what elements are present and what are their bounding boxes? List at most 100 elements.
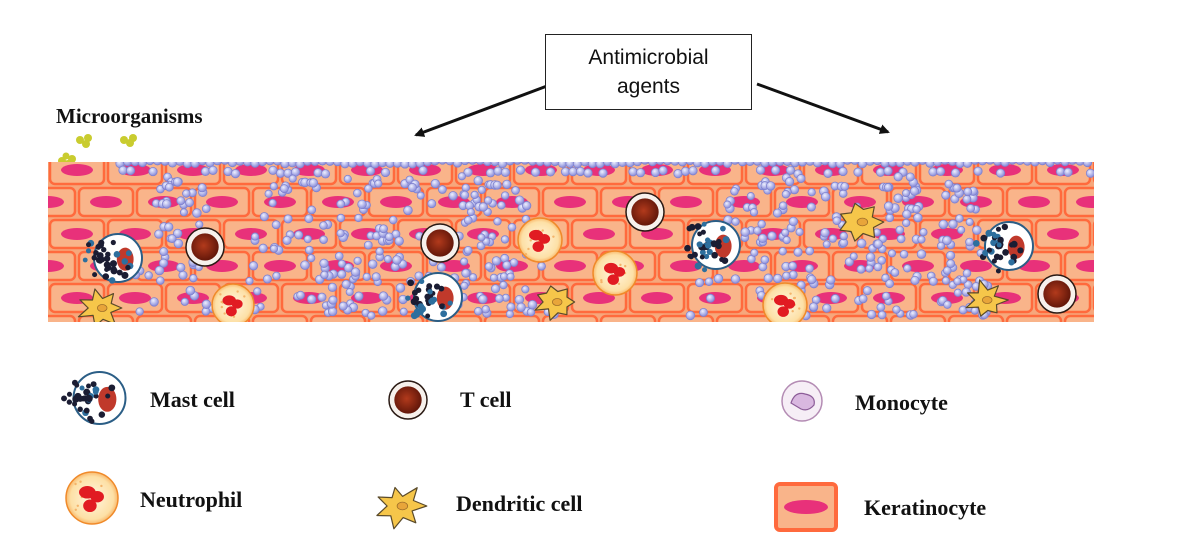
peptide-dot	[516, 302, 526, 312]
keratinocyte	[570, 218, 628, 250]
peptide-dot	[943, 300, 952, 309]
neutrophil	[762, 282, 808, 322]
peptide-dot	[1045, 162, 1055, 168]
peptide-dot	[482, 162, 493, 167]
peptide-dot	[318, 162, 327, 166]
peptide-dot	[268, 198, 277, 208]
peptide-dot	[338, 301, 348, 311]
keratinocyte	[1123, 252, 1177, 280]
peptide-dot	[757, 219, 766, 229]
keratinocyte	[1092, 221, 1094, 247]
peptide-dot	[460, 190, 470, 200]
peptide-dot	[337, 269, 347, 279]
peptide-dot	[757, 233, 768, 244]
peptide-dot	[770, 165, 781, 175]
peptide-dot	[784, 177, 795, 187]
t-cell	[625, 192, 665, 232]
peptide-dot	[895, 162, 905, 168]
keratinocyte	[1152, 156, 1180, 184]
dendritic-cell	[376, 486, 428, 530]
peptide-dot	[902, 162, 913, 166]
peptide-dot	[843, 162, 852, 165]
keratinocyte	[1123, 188, 1177, 216]
callout-text: Antimicrobial agents	[588, 46, 709, 98]
t-cell	[185, 227, 225, 267]
peptide-dot	[384, 232, 394, 242]
keratinocyte	[976, 162, 1034, 186]
peptide-dot	[363, 240, 373, 250]
peptide-dot	[145, 162, 155, 166]
peptide-dot	[722, 162, 733, 168]
peptide-dot	[269, 182, 278, 191]
peptide-dot	[965, 237, 974, 247]
peptide-dot	[909, 309, 918, 319]
keratinocyte	[541, 186, 599, 218]
peptide-dot	[1053, 162, 1062, 165]
legend-label-t-cell: T cell	[460, 387, 512, 412]
peptide-dot	[489, 273, 498, 282]
peptide-dot	[812, 162, 823, 168]
peptide-dot	[200, 166, 211, 177]
peptide-dot	[1038, 162, 1047, 166]
peptide-dot	[353, 188, 362, 198]
peptide-dot	[910, 275, 920, 286]
peptide-dot	[144, 271, 153, 280]
peptide-dot	[466, 208, 475, 217]
peptide-dot	[1030, 162, 1040, 167]
peptide-dot	[763, 273, 774, 283]
peptide-dot	[269, 244, 279, 253]
peptide-dot	[250, 162, 260, 168]
peptide-dot	[364, 184, 373, 193]
peptide-dot	[172, 177, 183, 187]
peptide-dot	[853, 167, 863, 177]
peptide-dot	[230, 169, 241, 179]
peptide-dot	[484, 262, 494, 271]
peptide-dot	[1085, 168, 1094, 178]
peptide-dot	[265, 162, 275, 166]
peptide-dot	[849, 252, 858, 261]
peptide-dot	[513, 162, 522, 165]
peptide-dot	[190, 162, 200, 168]
dendritic-cell	[965, 279, 1009, 317]
peptide-dot	[858, 294, 868, 304]
peptide-dot	[530, 167, 541, 177]
peptide-dot	[942, 266, 952, 275]
peptide-dot	[805, 162, 815, 166]
peptide-dot	[515, 165, 526, 175]
peptide-dot	[944, 179, 954, 189]
peptide-dot	[781, 228, 790, 237]
peptide-dot	[650, 167, 661, 178]
peptide-dot	[198, 162, 207, 166]
keratinocyte	[1005, 314, 1063, 322]
peptide-dot	[154, 265, 165, 276]
peptide-dot	[253, 287, 262, 296]
peptide-dot	[876, 302, 886, 312]
peptide-dot	[461, 268, 471, 278]
peptide-dot	[940, 162, 950, 165]
peptide-dot	[223, 166, 233, 177]
peptide-dot	[448, 191, 458, 201]
peptide-dot	[572, 162, 583, 169]
neutrophil	[65, 471, 119, 525]
peptide-dot	[936, 241, 946, 250]
keratinocyte	[483, 314, 541, 322]
peptide-dot	[685, 162, 695, 166]
peptide-dot	[760, 162, 770, 168]
peptide-dot	[828, 234, 838, 243]
peptide-dot	[835, 162, 845, 169]
keratinocyte	[889, 314, 947, 322]
peptide-dot	[418, 165, 428, 175]
peptide-dot	[822, 240, 831, 249]
peptide-dot	[362, 272, 371, 281]
peptide-dot	[765, 181, 776, 191]
peptide-dot	[793, 247, 803, 257]
peptide-dot	[885, 213, 895, 223]
peptide-dot	[925, 162, 935, 168]
peptide-dot	[272, 271, 281, 281]
peptide-dot	[197, 183, 207, 193]
skin-layer	[48, 156, 1180, 322]
peptide-dot	[167, 162, 178, 168]
neutrophil	[517, 217, 563, 263]
peptide-dot	[862, 286, 872, 296]
peptide-dot	[785, 165, 796, 175]
